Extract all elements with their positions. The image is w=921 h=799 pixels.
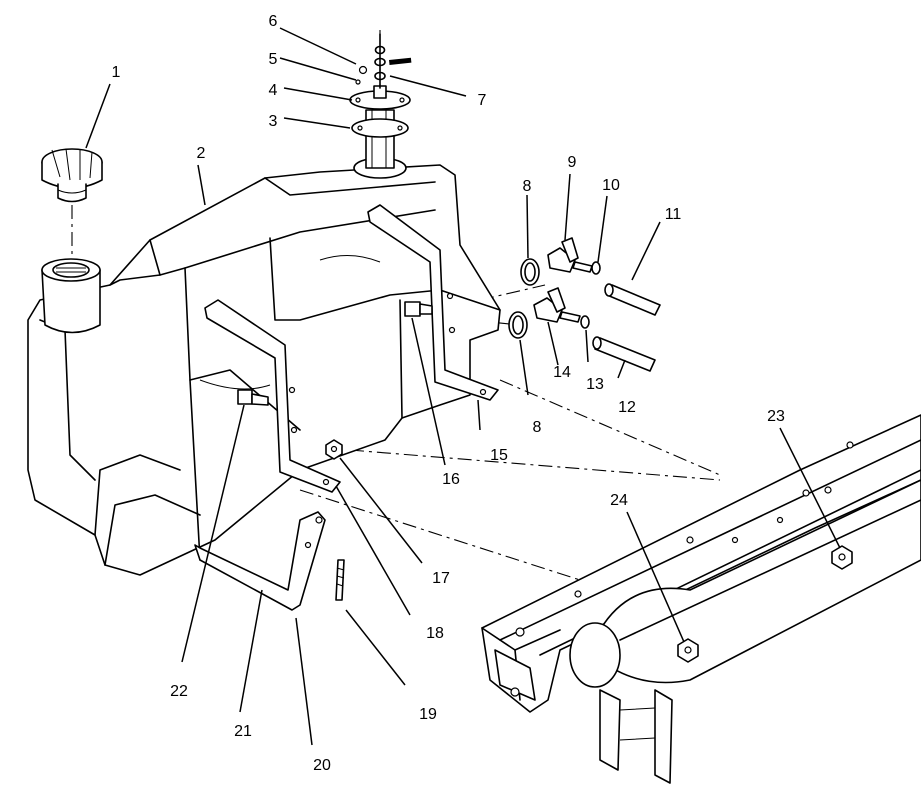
nut-17 — [325, 439, 343, 460]
elbow-fitting-14 — [533, 287, 581, 323]
clip-10 — [591, 261, 601, 275]
callout-24: 24 — [610, 492, 628, 509]
nut-24 — [677, 638, 699, 663]
callout-3: 3 — [269, 113, 278, 130]
callout-23: 23 — [767, 408, 785, 425]
tank-strap — [194, 511, 326, 611]
callout-12: 12 — [618, 399, 636, 416]
fuel-cap — [41, 148, 103, 203]
callout-11: 11 — [665, 206, 682, 223]
callout-18: 18 — [426, 625, 444, 642]
elbow-fitting-9 — [547, 237, 593, 273]
callout-14: 14 — [553, 364, 571, 381]
frame-rail — [481, 414, 921, 784]
fuel-tank — [27, 164, 501, 576]
callout-1: 1 — [112, 64, 121, 81]
callout-7: 7 — [478, 92, 487, 109]
bolt-22 — [237, 389, 269, 406]
callout-19: 19 — [419, 706, 437, 723]
callout-21: 21 — [234, 723, 252, 740]
filler-neck — [41, 258, 101, 334]
callout-9: 9 — [568, 154, 577, 171]
callout-20: 20 — [313, 757, 331, 774]
mounting-bracket-15 — [367, 204, 499, 401]
bolt-16 — [404, 301, 433, 317]
callout-16: 16 — [442, 471, 460, 488]
callout-4: 4 — [269, 82, 278, 99]
leader-lines — [85, 27, 841, 746]
hose-clamp-8-lower — [508, 311, 528, 339]
fuel-hose-11 — [604, 283, 661, 316]
callout-5: 5 — [269, 51, 278, 68]
callout-10: 10 — [602, 177, 620, 194]
callout-17: 17 — [432, 570, 450, 587]
callout-2: 2 — [197, 145, 206, 162]
clip-13 — [580, 315, 590, 329]
callout-22: 22 — [170, 683, 188, 700]
callout-6: 6 — [269, 13, 278, 30]
nut-23 — [831, 545, 853, 570]
callout-8-upper: 8 — [523, 178, 532, 195]
hose-clamp-8-upper — [520, 258, 540, 286]
bolt-19 — [335, 559, 345, 601]
callout-13: 13 — [586, 376, 604, 393]
callout-8-lower: 8 — [533, 419, 542, 436]
fuel-sender-assembly — [349, 33, 412, 179]
callout-15: 15 — [490, 447, 508, 464]
fuel-hose-12 — [592, 336, 656, 372]
callout-labels: 1 2 3 4 5 6 7 8 9 10 11 12 13 14 8 15 16… — [112, 13, 785, 774]
